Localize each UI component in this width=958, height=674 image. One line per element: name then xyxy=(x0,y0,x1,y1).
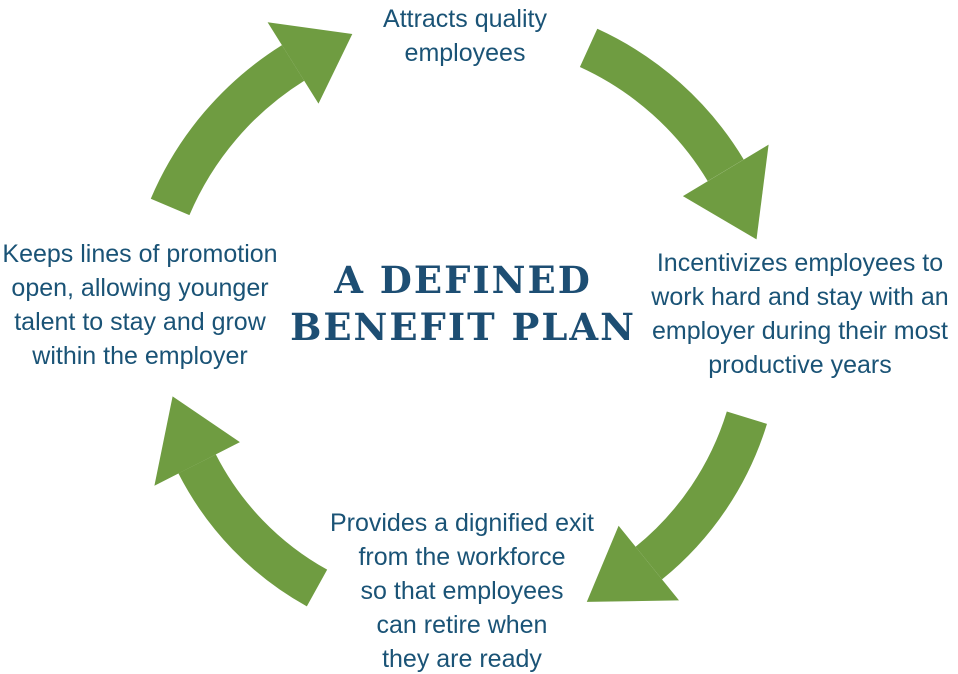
arrow-left-to-top-icon xyxy=(150,22,353,216)
node-right-text: Incentivizes employees to work hard and … xyxy=(651,249,949,379)
diagram-title: A DEFINED BENEFIT PLAN xyxy=(290,258,636,349)
node-left-text: Keeps lines of promotion open, allowing … xyxy=(2,240,278,370)
node-bottom-text: Provides a dignified exit from the workf… xyxy=(329,509,595,673)
node-top-text: Attracts quality employees xyxy=(383,5,547,67)
arrow-bottom-to-left-icon xyxy=(154,396,328,607)
arrow-top-to-right-icon xyxy=(579,28,769,240)
arrow-right-to-bottom-icon xyxy=(586,411,767,602)
